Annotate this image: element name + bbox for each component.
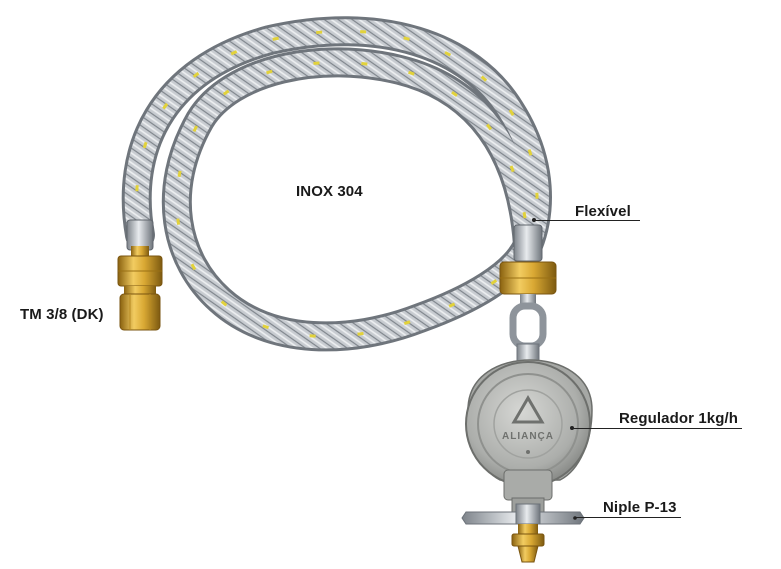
- right-fitting: [499, 224, 557, 367]
- braided-hose: [121, 16, 552, 352]
- regulator: ALIANÇA: [465, 359, 593, 513]
- regulator-brand: ALIANÇA: [502, 431, 554, 442]
- regulator-leader-line: [572, 428, 742, 429]
- regulator-leader-dot: [570, 426, 574, 430]
- nipple-leader-line: [576, 517, 681, 518]
- nipple-label: Niple P-13: [603, 499, 677, 516]
- fitting-label: TM 3/8 (DK): [20, 306, 104, 323]
- niple-p13: [461, 503, 585, 563]
- hose-leader-dot: [532, 218, 536, 222]
- hose-label: Flexível: [575, 203, 631, 220]
- material-label: INOX 304: [296, 183, 363, 200]
- hose-leader-line: [534, 220, 640, 221]
- regulator-label: Regulador 1kg/h: [619, 410, 739, 427]
- left-fitting: [117, 219, 163, 331]
